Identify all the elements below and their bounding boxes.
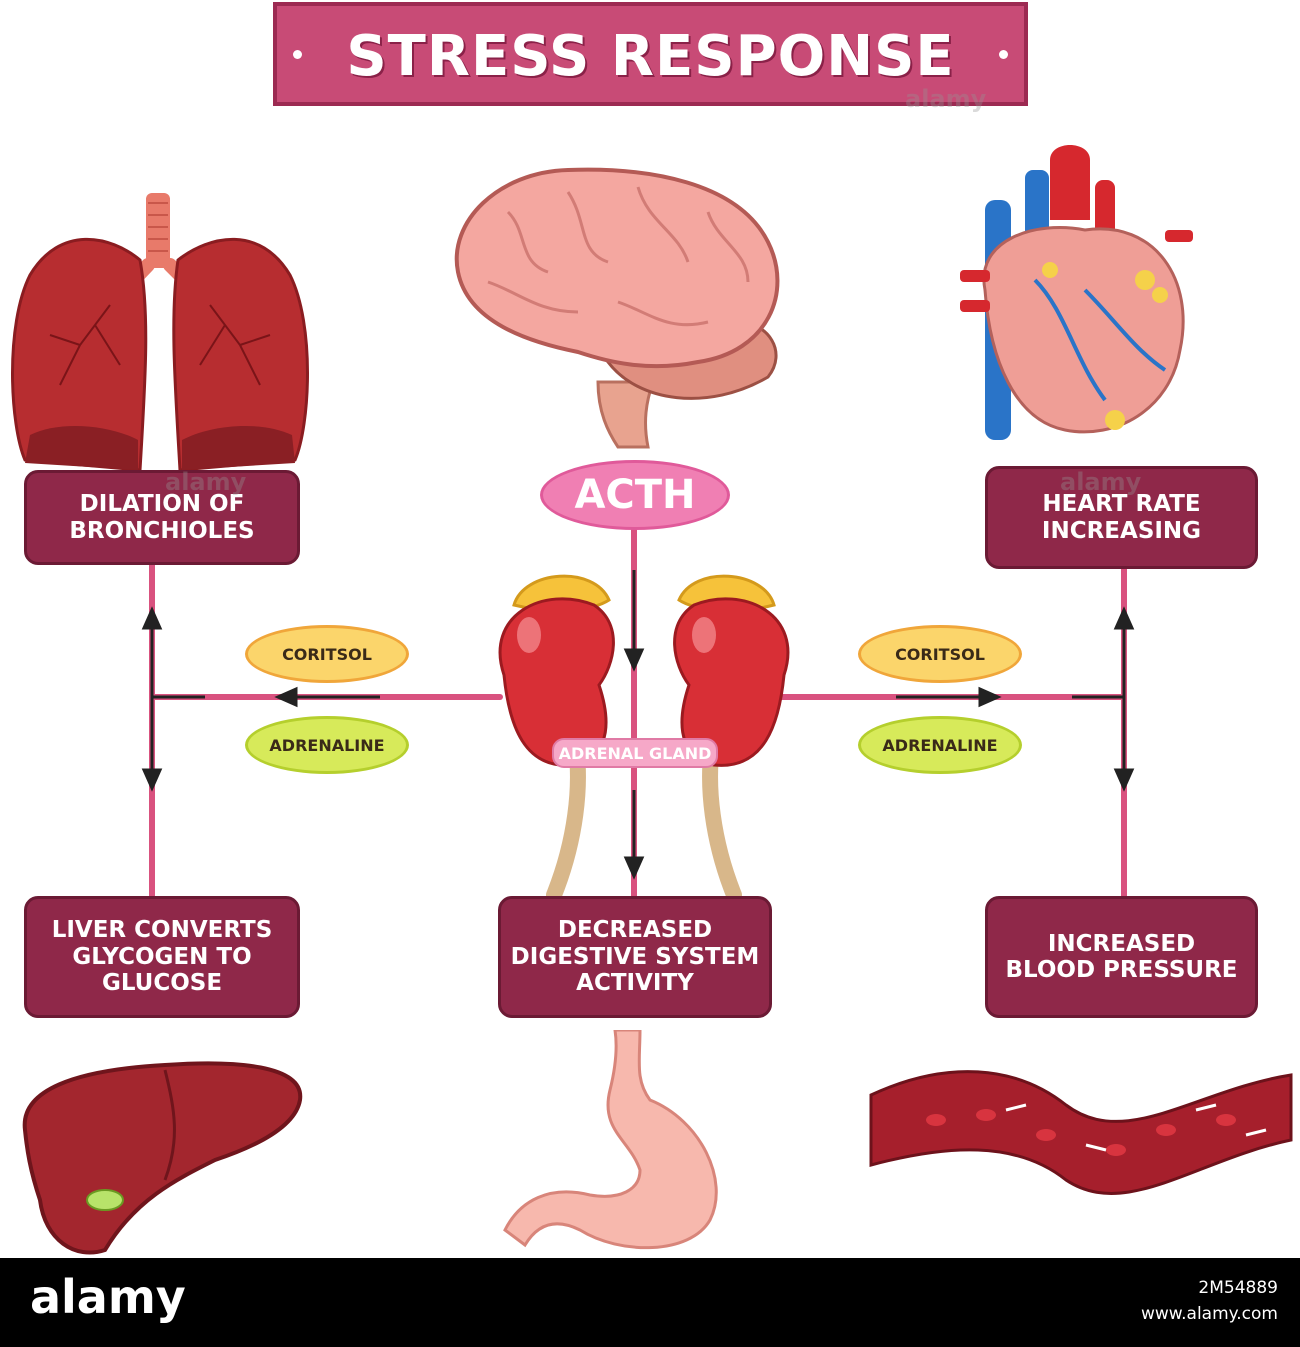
- banner-dot-left: [293, 50, 302, 59]
- adrenaline-label-left: ADRENALINE: [245, 716, 409, 774]
- effect-line: DILATION OF: [79, 491, 245, 518]
- effect-box-digestive: DECREASED DIGESTIVE SYSTEM ACTIVITY: [498, 896, 772, 1018]
- effect-box-blood-pressure: INCREASED BLOOD PRESSURE: [985, 896, 1258, 1018]
- title-banner: STRESS RESPONSE: [273, 2, 1028, 106]
- watermark: alamy: [165, 468, 247, 496]
- effect-line: GLYCOGEN TO: [72, 943, 252, 970]
- liver-icon: [22, 1061, 303, 1255]
- cortisol-label-left: CORITSOL: [245, 625, 409, 683]
- effect-line: INCREASED: [1047, 930, 1196, 957]
- effect-line: HEART RATE: [1042, 491, 1201, 518]
- effect-line: ACTIVITY: [576, 970, 694, 997]
- adrenal-gland-label: ADRENAL GLAND: [552, 738, 718, 768]
- acth-label: ACTH: [540, 460, 730, 530]
- heart-icon: [960, 145, 1193, 440]
- effect-line: BLOOD PRESSURE: [1005, 957, 1238, 983]
- alamy-logo: alamy: [30, 1270, 186, 1324]
- image-id: 2M54889: [1198, 1278, 1278, 1298]
- lungs-icon: [11, 193, 309, 472]
- blood-vessel-icon: [869, 1070, 1293, 1195]
- effect-line: INCREASING: [1041, 517, 1202, 544]
- effect-line: DIGESTIVE SYSTEM: [510, 943, 760, 970]
- watermark: alamy: [905, 85, 987, 113]
- connector-lines: [141, 517, 1135, 903]
- brain-icon: [454, 167, 780, 449]
- effect-box-liver: LIVER CONVERTS GLYCOGEN TO GLUCOSE: [24, 896, 300, 1018]
- adrenaline-label-right: ADRENALINE: [858, 716, 1022, 774]
- effect-line: BRONCHIOLES: [69, 517, 255, 544]
- footer-bar: alamy 2M54889 www.alamy.com: [0, 1258, 1300, 1347]
- site-url: www.alamy.com: [1140, 1303, 1278, 1324]
- page-title: STRESS RESPONSE: [346, 24, 955, 89]
- watermark: alamy: [1060, 468, 1142, 496]
- effect-line: LIVER CONVERTS: [51, 917, 273, 944]
- effect-box-heart-rate: HEART RATE INCREASING: [985, 466, 1258, 569]
- effect-box-bronchioles: DILATION OF BRONCHIOLES: [24, 470, 300, 565]
- cortisol-label-right: CORITSOL: [858, 625, 1022, 683]
- footer-meta: 2M54889 www.alamy.com: [1141, 1276, 1278, 1327]
- effect-line: GLUCOSE: [101, 970, 223, 997]
- stomach-icon: [503, 1030, 718, 1250]
- effect-line: DECREASED: [557, 917, 713, 944]
- banner-dot-right: [999, 50, 1008, 59]
- adrenal-gland-icon: [498, 574, 790, 903]
